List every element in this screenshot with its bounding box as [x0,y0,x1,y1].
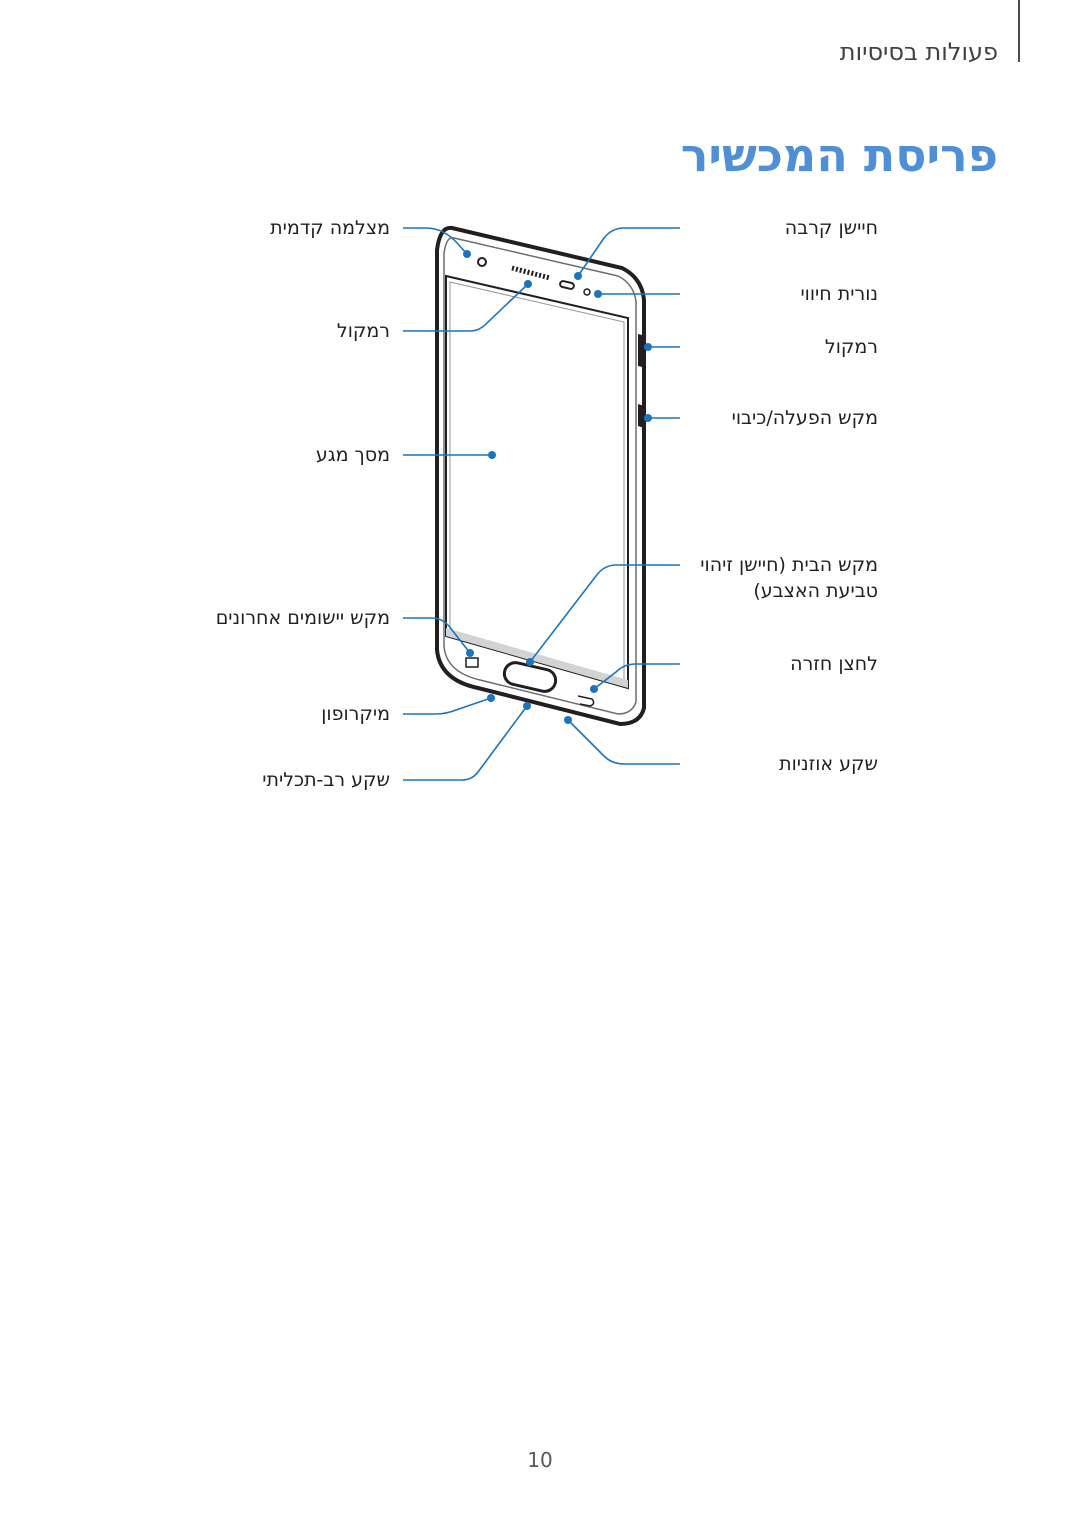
back-key-icon [577,695,595,707]
dot-home-key [526,658,534,666]
callout-speaker-left [403,283,529,332]
phone-illustration [435,225,646,727]
label-speaker-left: רמקול [336,320,390,342]
callout-front-camera [403,227,468,255]
dot-back-key [590,685,598,693]
label-touch-screen: מסך מגע [315,444,390,466]
callout-earphone-jack [567,719,680,765]
dot-proximity-sensor [574,272,582,280]
label-home-key-line1: מקש הבית (חיישן זיהוי [700,554,878,576]
callout-lines [403,227,680,781]
label-back-key: לחצן חזרה [790,653,878,675]
dot-recent-apps [466,649,474,657]
dot-earphone-jack [564,716,572,724]
dot-led [594,290,602,298]
label-proximity-sensor: חיישן קרבה [784,217,878,239]
dot-speaker-right [644,343,652,351]
proximity-sensor-window [559,280,575,290]
recent-apps-key-icon [465,657,479,668]
screen [449,281,625,683]
label-front-camera: מצלמה קדמית [270,217,390,239]
callout-multipurpose-jack [403,705,528,781]
dot-speaker-left [524,280,532,288]
dot-power-key [644,414,652,422]
label-recent-apps: מקש יישומים אחרונים [215,607,390,629]
earpiece-grille [511,265,551,281]
label-multipurpose-jack: שקע רב-תכליתי [262,769,390,791]
label-speaker-right: רמקול [824,336,878,358]
dot-front-camera [463,250,471,258]
page-title: פריסת המכשיר [680,128,998,182]
side-key-power [638,404,644,428]
callout-microphone [403,697,492,715]
callout-proximity-sensor [577,227,680,277]
label-power-key: מקש הפעלה/כיבוי [731,407,878,429]
home-key [502,661,558,693]
phone-inner-edge [443,237,637,715]
led-window [583,288,591,296]
front-camera-lens [477,257,487,267]
callout-recent-apps [403,617,471,654]
dot-touch-screen [488,451,496,459]
callout-dots [463,250,652,724]
page-number: 10 [527,1448,553,1472]
label-led: נורית חיווי [800,283,878,305]
dot-multipurpose-jack [523,702,531,710]
screen-bottom-bezel [446,628,628,688]
label-home-key-line2: טביעת האצבע) [753,580,878,602]
label-earphone-jack: שקע אוזניות [779,753,878,775]
callout-home-key [529,564,680,663]
side-key-upper [638,334,646,368]
dot-microphone [487,694,495,702]
section-title: פעולות בסיסיות [839,38,998,66]
callout-back-key [593,663,680,690]
label-microphone: מיקרופון [321,703,390,725]
header-divider [1018,0,1020,62]
